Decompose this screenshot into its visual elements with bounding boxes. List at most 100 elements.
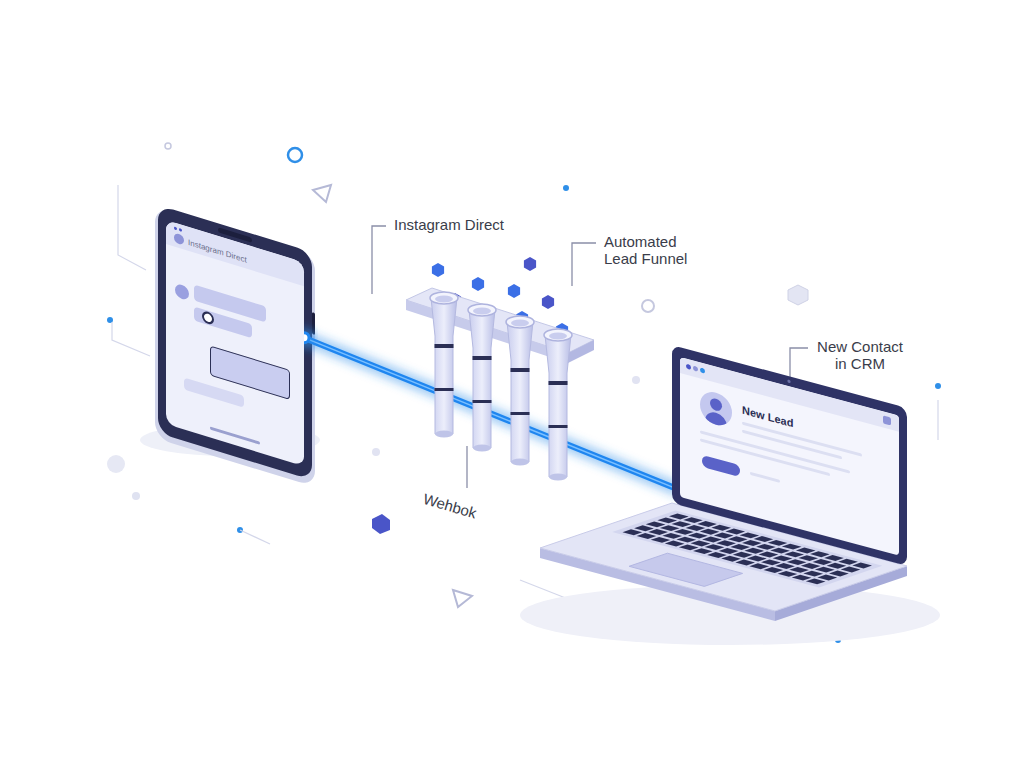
- line-deco: [240, 530, 270, 544]
- status-dot: [179, 227, 182, 231]
- tube-cup: [430, 292, 458, 304]
- keyboard-key: [697, 521, 717, 527]
- funnel-tube: [431, 298, 457, 434]
- keyboard-key: [646, 521, 666, 527]
- keyboard-key: [792, 575, 812, 581]
- hexagon-token: [432, 263, 444, 277]
- hexagon-token: [508, 284, 520, 298]
- tube-bottom: [511, 459, 529, 466]
- laptop-frame: [672, 345, 907, 566]
- tube-ring: [473, 356, 492, 360]
- dot-deco: [165, 143, 171, 149]
- keyboard-key: [672, 521, 692, 527]
- tube-ring: [511, 412, 530, 415]
- triangle-deco: [453, 590, 472, 607]
- phone-screen: Instagram Direct: [166, 220, 304, 466]
- dot-deco: [372, 448, 380, 456]
- dot-deco: [107, 455, 125, 473]
- keyboard-key: [705, 544, 725, 550]
- funnel-tube: [545, 335, 571, 477]
- ring-deco: [642, 300, 654, 312]
- keyboard-key: [728, 536, 748, 542]
- tube-cup-inner: [435, 296, 453, 303]
- keyboard-key: [841, 567, 861, 573]
- keyboard-key: [817, 575, 837, 581]
- keyboard-key: [651, 537, 671, 543]
- keyboard-key: [789, 567, 809, 573]
- keyboard-key: [764, 567, 784, 573]
- status-dot: [174, 226, 177, 230]
- keyboard-key: [688, 533, 708, 539]
- keyboard-key: [691, 541, 711, 547]
- action-button: [702, 455, 740, 477]
- keyboard-key: [679, 544, 699, 550]
- avatar-head: [710, 397, 722, 412]
- window-dot: [700, 367, 705, 373]
- keyboard-key: [782, 544, 802, 550]
- keyboard-key: [744, 548, 764, 554]
- phone-frame: [158, 205, 312, 480]
- keyboard-key: [742, 540, 762, 546]
- keyboard-key: [662, 533, 682, 539]
- keyboard-key: [801, 563, 821, 569]
- keyboard-key: [648, 529, 668, 535]
- cube-deco: [788, 285, 808, 305]
- keyboard-key: [803, 571, 823, 577]
- contact-avatar: [700, 388, 732, 429]
- keyboard-key: [657, 517, 677, 523]
- tube-ring: [435, 344, 454, 348]
- phone-body: [155, 204, 315, 487]
- keyboard-key: [775, 563, 795, 569]
- tube-cup-inner: [549, 333, 567, 340]
- keyboard-key: [754, 536, 774, 542]
- keyboard-key: [711, 525, 731, 531]
- keyboard-key: [759, 552, 779, 558]
- keyboard-key: [707, 552, 727, 558]
- tube-ring: [435, 388, 454, 391]
- dot-deco: [563, 185, 569, 191]
- beam-glow: [304, 338, 680, 490]
- funnel-tray-side: [568, 340, 594, 363]
- keyboard-key: [702, 537, 722, 543]
- decorations: [107, 143, 941, 643]
- keyboard-key: [716, 540, 736, 546]
- leader-line: [572, 243, 596, 286]
- keyboard-key: [796, 548, 816, 554]
- keyboard-key: [623, 529, 643, 535]
- keyboard-key: [693, 548, 713, 554]
- keyboard-key: [634, 525, 654, 531]
- keyboard-key: [768, 540, 788, 546]
- laptop-camera: [787, 379, 790, 383]
- lead-funnel: [406, 257, 594, 481]
- keyboard-key: [813, 559, 833, 565]
- keyboard-key: [815, 567, 835, 573]
- tube-ring: [549, 425, 568, 428]
- keyboard-key: [784, 551, 804, 557]
- header-avatar: [174, 232, 184, 245]
- keyboard-key: [683, 517, 703, 523]
- tube-cup: [544, 329, 572, 341]
- keyboard-key: [735, 560, 755, 566]
- tube-ring: [511, 368, 530, 372]
- keyboard-key: [827, 563, 847, 569]
- callout-label: Automated Lead Funnel: [604, 233, 709, 267]
- window-button: [883, 415, 891, 425]
- triangle-deco: [313, 185, 331, 202]
- keyboard-key: [674, 529, 694, 535]
- hexagon-token: [472, 277, 484, 291]
- keyboard-key: [770, 548, 790, 554]
- ring-deco: [288, 148, 302, 162]
- keyboard-key: [740, 532, 760, 538]
- keyboard-key: [714, 533, 734, 539]
- keyboard-key: [761, 559, 781, 565]
- window-dot: [686, 364, 691, 370]
- window-dot: [693, 365, 698, 371]
- keyboard-key: [700, 529, 720, 535]
- hexagon-token: [524, 257, 536, 271]
- keyboard-key: [747, 556, 767, 562]
- keyboard-key: [660, 525, 680, 531]
- keyboard-key: [719, 548, 739, 554]
- tube-cup: [506, 316, 534, 328]
- line-deco: [112, 322, 150, 356]
- keyboard-key: [756, 544, 776, 550]
